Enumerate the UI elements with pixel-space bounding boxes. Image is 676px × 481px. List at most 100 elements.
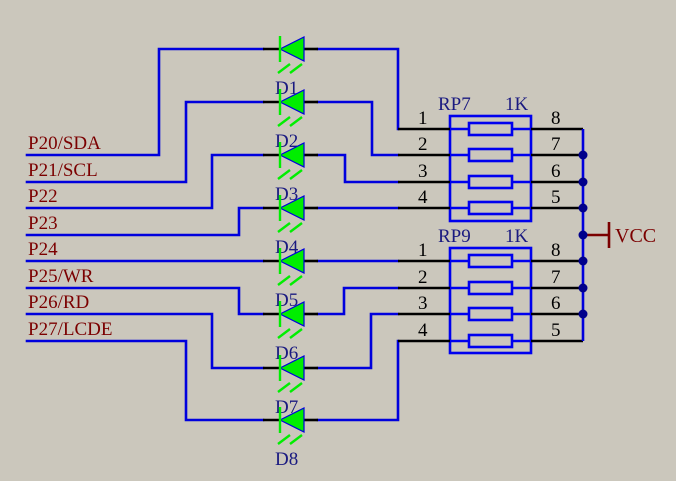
led-triangle-icon (278, 355, 305, 381)
net-label-p25: P25/WR (28, 266, 94, 287)
led-triangle-icon (278, 89, 305, 115)
led-emission-ray-icon (289, 275, 303, 286)
junction-dot (578, 283, 588, 293)
resistor-pack-value: 1K (505, 226, 529, 247)
net-labels: P20/SDA P21/SCL P22 P23 P24 P25/WR P26/R… (28, 133, 112, 340)
net-label-p27: P27/LCDE (28, 319, 112, 340)
resistor-icon (467, 174, 514, 190)
pin-number-right: 6 (551, 293, 561, 314)
led-triangle-icon (278, 142, 305, 168)
led-emission-ray-icon (277, 434, 291, 445)
resistor-pack-ref: RP7 (438, 94, 471, 115)
junction-dot (578, 230, 588, 240)
pin-number-left: 3 (418, 293, 428, 314)
junction-dot (578, 309, 588, 319)
junction-dot (578, 256, 588, 266)
wire-p21-d2[interactable] (25, 100, 265, 184)
net-label-p20: P20/SDA (28, 133, 101, 154)
pin-number-right: 7 (551, 267, 561, 288)
resistor-icon (467, 200, 514, 216)
net-label-p24: P24 (28, 239, 58, 260)
resistor-pack-body (448, 114, 533, 223)
led-emission-ray-icon (277, 222, 291, 233)
led-emission-ray-icon (277, 275, 291, 286)
led-emission-ray-icon (277, 328, 291, 339)
pin-number-left: 4 (418, 320, 428, 341)
led-emission-ray-icon (277, 169, 291, 180)
vcc-label: VCC (615, 225, 656, 247)
wire-p26-d7[interactable] (25, 312, 265, 370)
led-emission-ray-icon (277, 63, 291, 74)
left-wires (25, 47, 265, 422)
junction-dot (578, 203, 588, 213)
pin-number-right: 6 (551, 161, 561, 182)
led-d3[interactable]: D3 (263, 142, 318, 205)
resistor-pack-value: 1K (505, 94, 529, 115)
led-d7[interactable]: D7 (263, 355, 318, 418)
pin-number-left: 3 (418, 161, 428, 182)
wire-d7-rp9-3[interactable] (316, 312, 400, 370)
led-triangle-icon (278, 195, 305, 221)
led-emission-ray-icon (289, 328, 303, 339)
pin-number-left: 4 (418, 187, 428, 208)
vcc-rail: VCC (578, 129, 656, 341)
pin-number-left: 2 (418, 267, 428, 288)
pin-number-left: 1 (418, 108, 428, 129)
led-d1[interactable]: D1 (263, 36, 318, 99)
led-triangle-icon (278, 407, 305, 433)
right-wires (316, 47, 400, 422)
led-emission-ray-icon (289, 169, 303, 180)
resistor-icon (467, 147, 514, 163)
pin-number-left: 2 (418, 134, 428, 155)
led-triangle-icon (278, 36, 305, 62)
led-emission-ray-icon (289, 434, 303, 445)
wire-p20-d1[interactable] (25, 47, 265, 157)
pin-number-right: 8 (551, 240, 561, 261)
led-triangle-icon (278, 248, 305, 274)
wire-d8-rp9-4[interactable] (316, 339, 400, 422)
net-label-p22: P22 (28, 186, 58, 207)
junction-dot (578, 150, 588, 160)
wire-d6-rp9-2[interactable] (316, 286, 400, 316)
resistor-packs: RP7 1K 1 8 2 7 3 6 4 5 RP9 1K 1 8 2 7 3 6 4 5 (398, 94, 583, 355)
led-emission-ray-icon (289, 116, 303, 127)
junction-dot (578, 177, 588, 187)
wire-p22-d3[interactable] (25, 153, 265, 210)
resistor-icon (467, 280, 514, 296)
wire-p23-d4[interactable] (25, 206, 265, 237)
led-d2[interactable]: D2 (263, 89, 318, 152)
led-ref-label: D8 (275, 449, 298, 470)
led-triangle-icon (278, 301, 305, 327)
wire-d3-rp7-3[interactable] (316, 153, 400, 184)
resistor-icon (467, 306, 514, 322)
net-label-p23: P23 (28, 213, 58, 234)
led-d8[interactable]: D8 (263, 407, 318, 470)
resistor-pack-rp7[interactable]: RP7 1K 1 8 2 7 3 6 4 5 (398, 94, 583, 223)
resistor-pack-body (448, 246, 533, 355)
pin-number-left: 1 (418, 240, 428, 261)
led-emission-ray-icon (289, 63, 303, 74)
wire-p27-d8[interactable] (25, 339, 265, 422)
led-d4[interactable]: D4 (263, 195, 318, 258)
net-label-p26: P26/RD (28, 292, 89, 313)
wire-d1-rp7-1[interactable] (316, 47, 400, 131)
pin-number-right: 7 (551, 134, 561, 155)
led-d5[interactable]: D5 (263, 248, 318, 311)
net-label-p21: P21/SCL (28, 160, 98, 181)
led-emission-ray-icon (277, 382, 291, 393)
resistor-icon (467, 333, 514, 349)
led-emission-ray-icon (277, 116, 291, 127)
led-emission-ray-icon (289, 382, 303, 393)
led-emission-ray-icon (289, 222, 303, 233)
pin-number-right: 8 (551, 108, 561, 129)
pin-number-right: 5 (551, 187, 561, 208)
wire-p25-d6[interactable] (25, 286, 265, 316)
led-d6[interactable]: D6 (263, 301, 318, 364)
resistor-pack-ref: RP9 (438, 226, 471, 247)
resistor-icon (467, 121, 514, 137)
resistor-icon (467, 253, 514, 269)
wire-d2-rp7-2[interactable] (316, 100, 400, 157)
